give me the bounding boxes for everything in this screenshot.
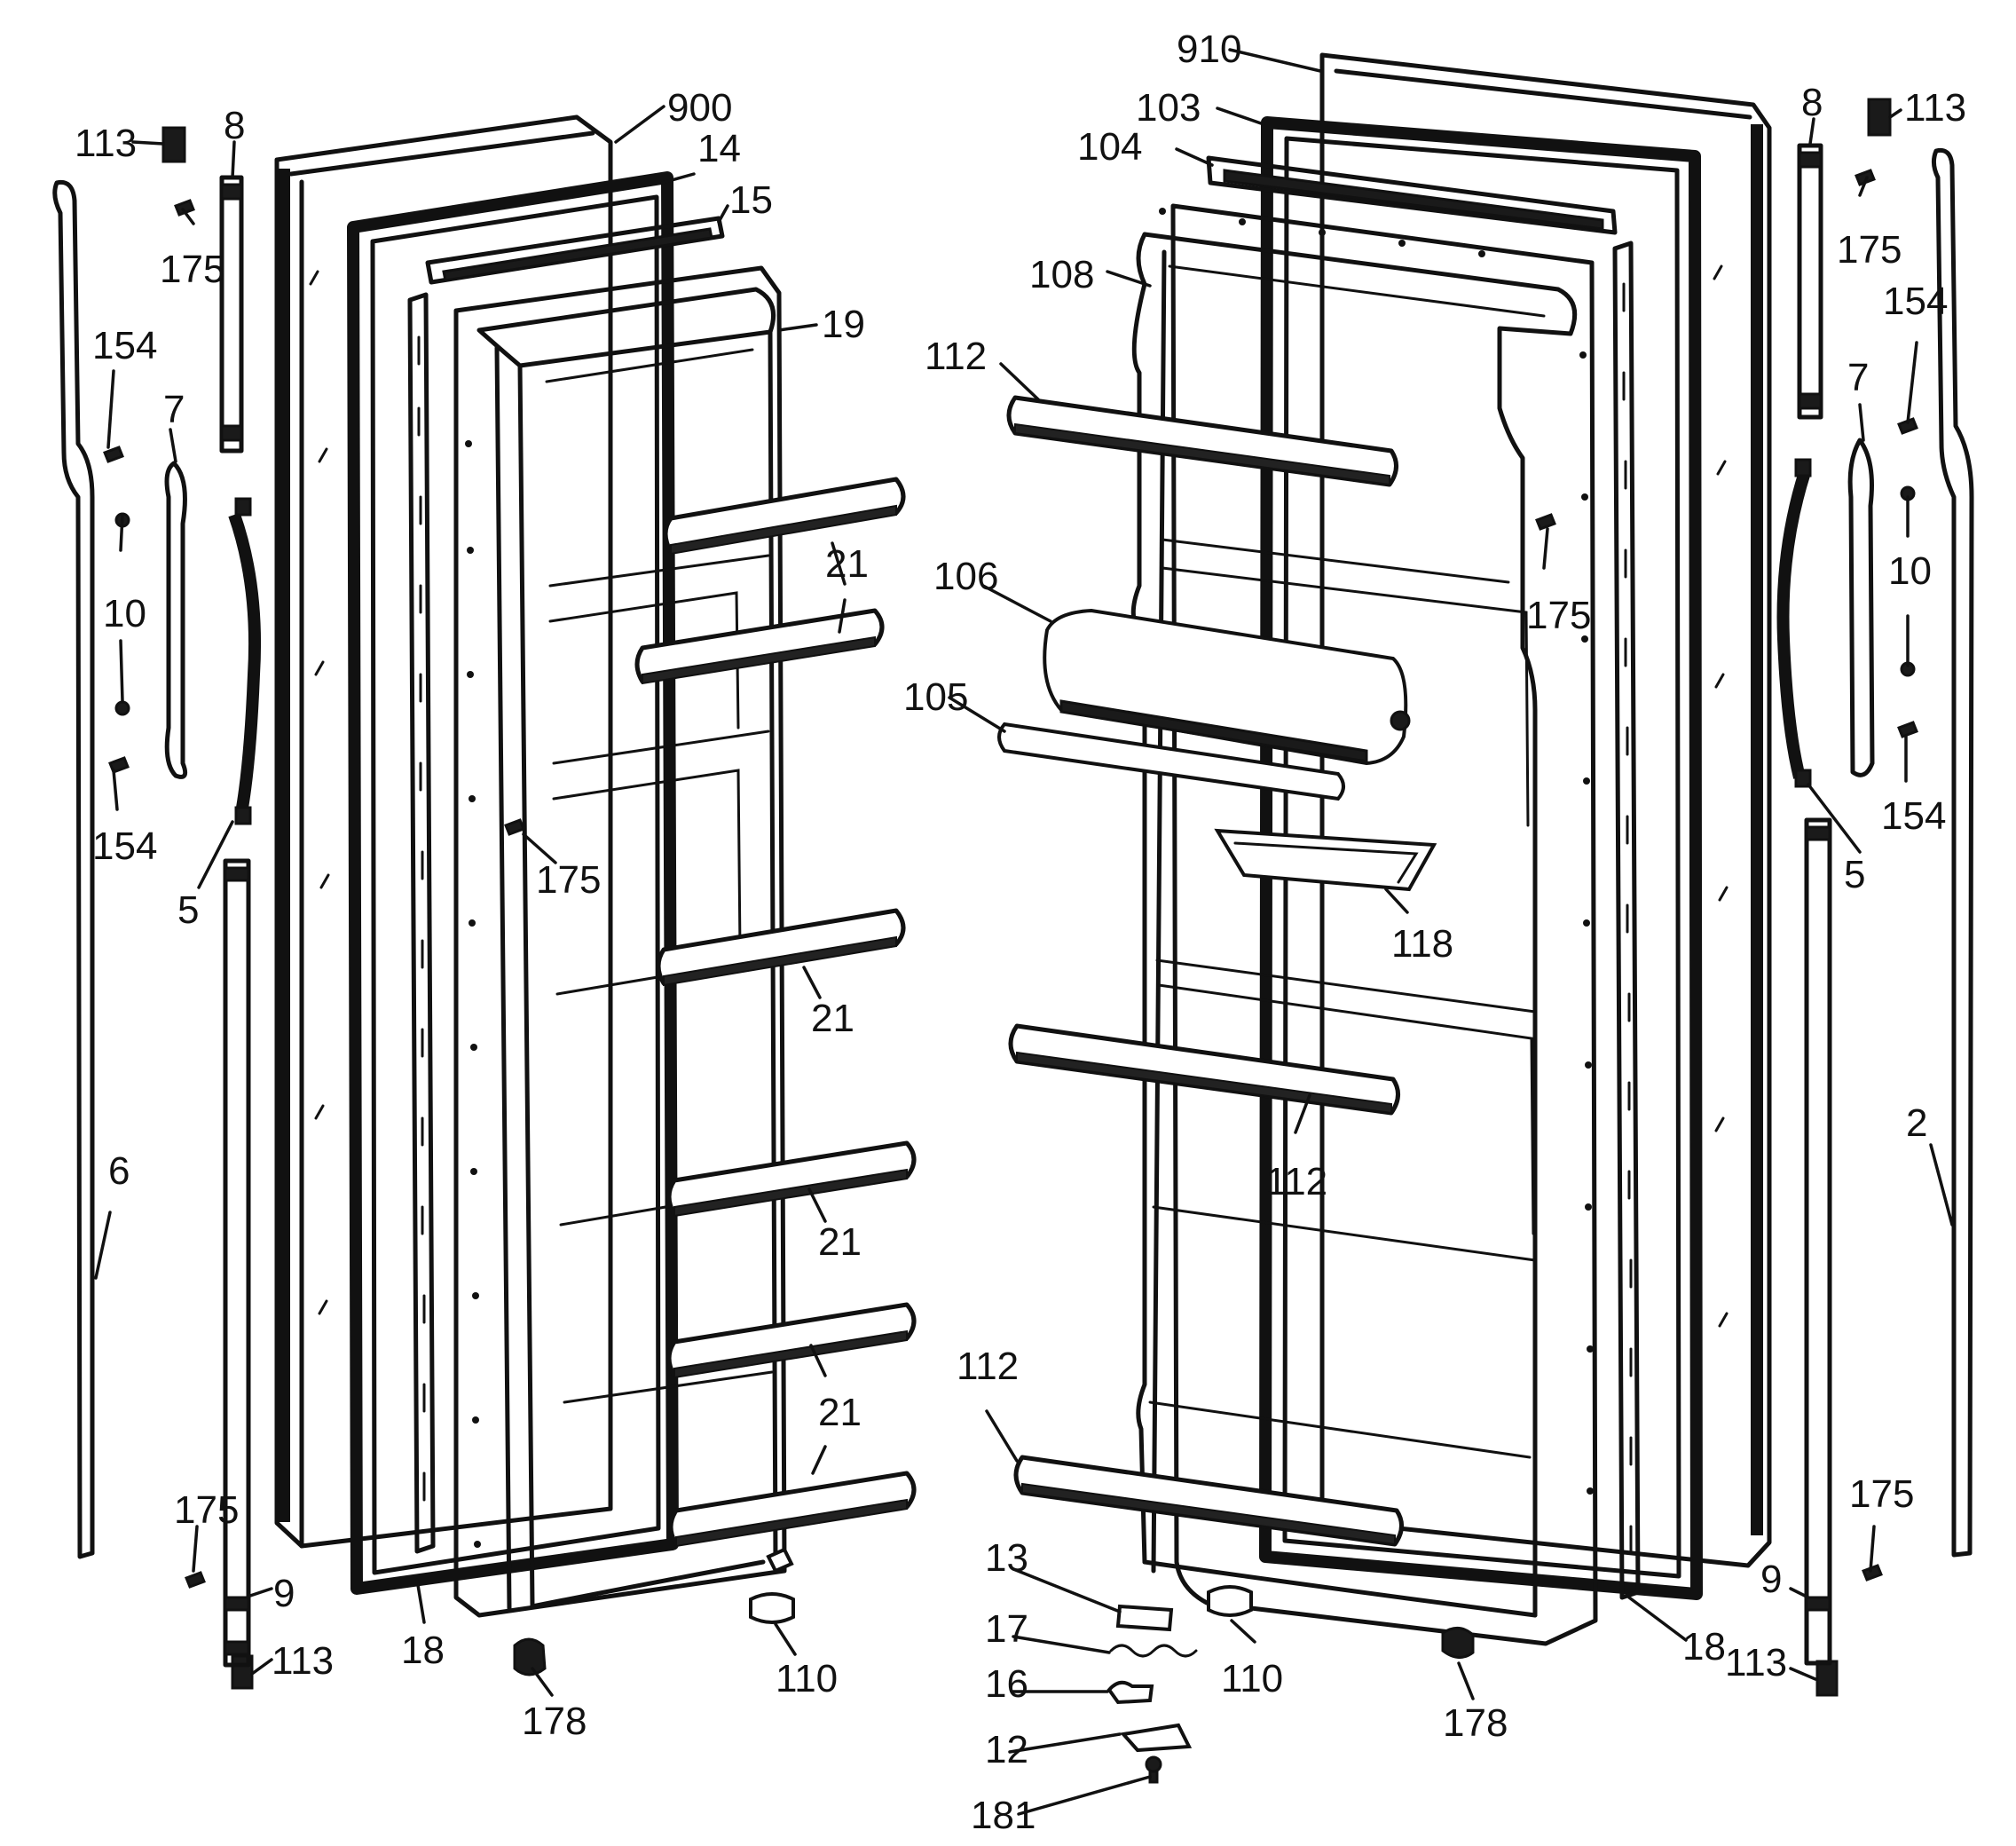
callout-7-right: 7 — [1847, 356, 1869, 399]
left-door-small-parts — [52, 126, 795, 1690]
callout-17: 17 — [985, 1607, 1028, 1651]
leader-lines — [94, 48, 1954, 1816]
left-outer-door-panel — [274, 114, 613, 1549]
right-door-dairy-parts — [997, 513, 1556, 1784]
callout-112-bottom: 112 — [957, 1345, 1019, 1388]
callout-103: 103 — [1136, 86, 1201, 130]
right-handle-parts — [1776, 98, 1974, 1697]
callout-112-middle: 112 — [1265, 1160, 1327, 1203]
left-door-top-trim — [425, 216, 725, 285]
callout-178-left: 178 — [522, 1700, 587, 1743]
callout-8-left: 8 — [224, 104, 245, 147]
callout-2: 2 — [1906, 1101, 1927, 1145]
callout-7-left: 7 — [163, 388, 185, 431]
callout-175-bottom-right: 175 — [1849, 1472, 1914, 1516]
callout-15: 15 — [729, 178, 773, 222]
callout-154-right-lower: 154 — [1881, 794, 1946, 838]
callout-113-bottom-right: 113 — [1725, 1641, 1787, 1684]
callout-9-left: 9 — [273, 1572, 295, 1615]
right-door-top-trim — [1206, 155, 1618, 235]
callout-178-right: 178 — [1443, 1701, 1508, 1745]
callout-110-left: 110 — [776, 1657, 838, 1700]
callout-910: 910 — [1177, 28, 1241, 71]
callout-175-mid-right: 175 — [1526, 594, 1591, 637]
callout-10-left: 10 — [103, 592, 146, 635]
callout-105: 105 — [903, 675, 968, 719]
callout-181: 181 — [971, 1794, 1036, 1837]
callout-labels: 900 14 15 19 113 8 175 154 7 10 154 5 6 … — [75, 28, 1966, 1837]
callout-21-a: 21 — [825, 542, 869, 586]
callout-9-right: 9 — [1760, 1558, 1782, 1601]
callout-18-left: 18 — [401, 1629, 445, 1672]
callout-113-top-right: 113 — [1904, 86, 1966, 130]
callout-112-top: 112 — [925, 335, 987, 378]
left-door-gasket — [347, 171, 679, 1595]
callout-5-right: 5 — [1844, 853, 1865, 896]
callout-14: 14 — [697, 127, 741, 170]
callout-113-bottom-left: 113 — [272, 1639, 334, 1683]
callout-21-b: 21 — [811, 997, 854, 1040]
right-door-shelf-bars — [1006, 395, 1404, 1547]
callout-21-c: 21 — [818, 1220, 862, 1264]
callout-106: 106 — [933, 555, 998, 598]
right-door-liner — [1130, 203, 1598, 1646]
callout-19: 19 — [822, 303, 865, 346]
callout-5-left: 5 — [177, 888, 199, 932]
callout-154-left-upper: 154 — [92, 324, 157, 367]
left-door-breaker-strip — [407, 292, 436, 1554]
callout-16: 16 — [985, 1662, 1028, 1706]
callout-21-d: 21 — [818, 1391, 862, 1434]
left-door-shelf-bars — [634, 477, 917, 1548]
callout-113-top-left: 113 — [75, 122, 137, 165]
callout-118: 118 — [1391, 922, 1453, 966]
callout-6: 6 — [108, 1149, 130, 1193]
callout-104: 104 — [1077, 125, 1142, 169]
callout-900: 900 — [667, 86, 732, 130]
callout-108: 108 — [1029, 253, 1094, 296]
right-door-breaker-strip — [1612, 241, 1641, 1600]
callout-175-mid-left: 175 — [536, 858, 601, 902]
callout-175-top-right: 175 — [1837, 228, 1902, 272]
callout-18-right: 18 — [1682, 1625, 1726, 1668]
callout-175-bottom-left: 175 — [174, 1488, 239, 1532]
callout-110-right: 110 — [1221, 1657, 1283, 1700]
callout-8-right: 8 — [1801, 81, 1823, 124]
callout-175-top-left: 175 — [160, 248, 224, 291]
callout-154-left-lower: 154 — [92, 824, 157, 868]
callout-154-right-upper: 154 — [1883, 280, 1948, 323]
callout-13: 13 — [985, 1536, 1028, 1580]
callout-12: 12 — [985, 1728, 1028, 1771]
callout-10-right: 10 — [1888, 549, 1932, 593]
